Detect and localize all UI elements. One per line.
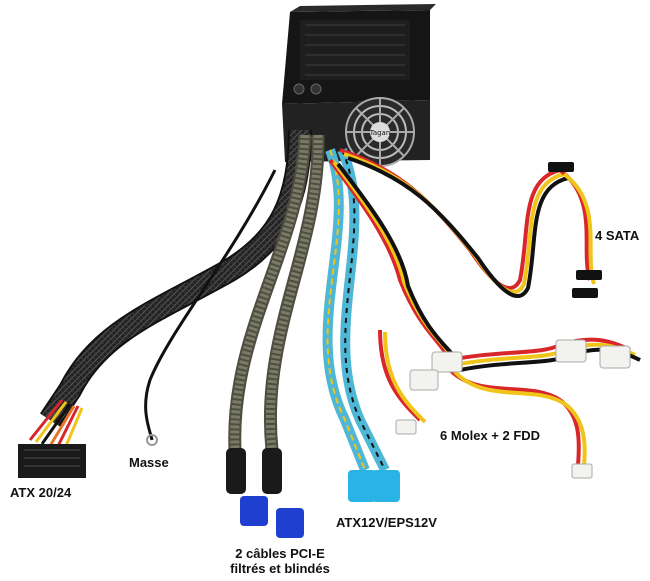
- molex-connector: [555, 339, 587, 363]
- pcie-cables: [226, 134, 325, 494]
- fdd-connector: [571, 463, 593, 479]
- pcie-label-line2: filtrés et blindés: [230, 561, 330, 576]
- molex-connector: [409, 369, 439, 391]
- psu-led-icon: [310, 83, 322, 95]
- molex-connector: [431, 351, 463, 373]
- atx12v-connector: [348, 470, 376, 502]
- pcie-label-line1: 2 câbles PCI-E: [235, 546, 325, 561]
- pcie-connector: [276, 508, 304, 538]
- molex-harness: [328, 158, 641, 466]
- atx12v-connector: [372, 470, 400, 502]
- psu-switch-icon: [293, 83, 305, 95]
- psu-vent-grid: [300, 20, 410, 80]
- atx-label: ATX 20/24: [10, 485, 72, 500]
- molex-connector: [599, 345, 631, 369]
- psu-brand-label: Tagan: [369, 129, 391, 137]
- atx12v-label: ATX12V/EPS12V: [336, 515, 437, 530]
- pcie-connector: [240, 496, 268, 526]
- ground-wire: [144, 169, 277, 446]
- fdd-connector: [395, 419, 417, 435]
- sata-connector: [572, 288, 598, 298]
- atx-connector: [18, 444, 86, 478]
- pcie-label: 2 câbles PCI-E filtrés et blindés: [215, 546, 345, 576]
- atx-cable-bundle: [28, 129, 312, 447]
- fan-icon: Tagan: [345, 97, 415, 167]
- sata-label: 4 SATA: [595, 228, 640, 243]
- psu-unit: Tagan: [282, 4, 436, 167]
- sata-connector: [576, 270, 602, 280]
- molex-label: 6 Molex + 2 FDD: [440, 428, 541, 443]
- sata-connector: [548, 162, 574, 172]
- sata-harness: [339, 148, 596, 298]
- ground-label: Masse: [129, 455, 169, 470]
